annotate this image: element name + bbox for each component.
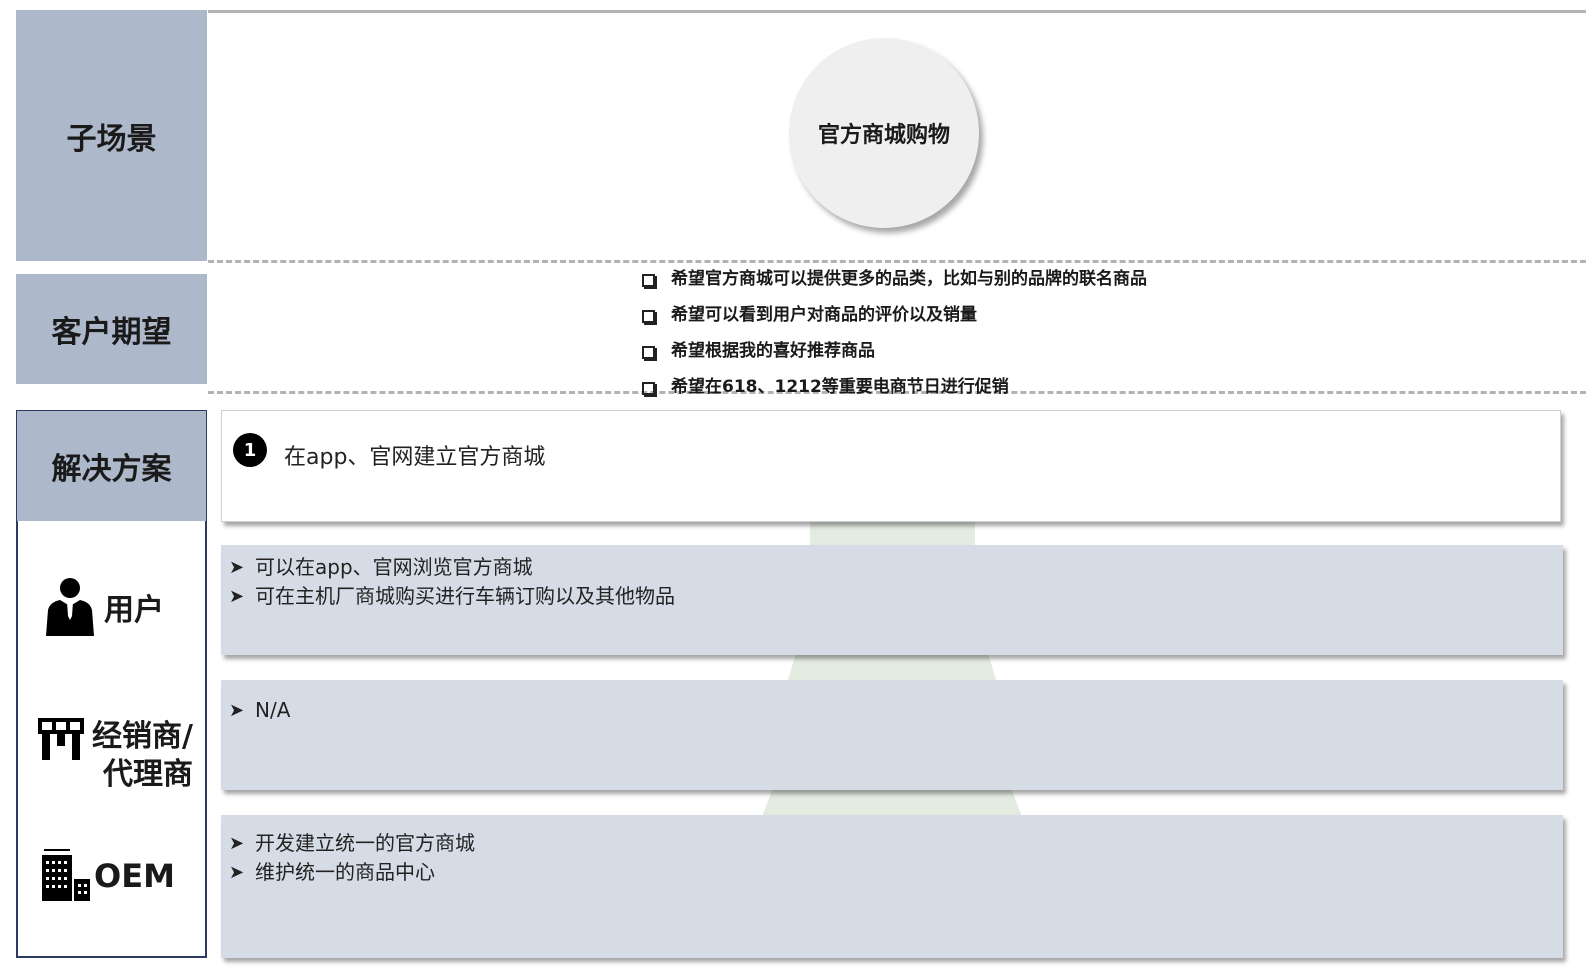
list-item: ➤开发建立统一的官方商城: [229, 829, 475, 858]
funnel-segment-3: [762, 789, 1022, 817]
checkbox-bullet-icon: [642, 310, 655, 323]
role-oem-label: OEM: [94, 857, 175, 895]
dealer-content-box: ➤N/A: [221, 680, 1563, 790]
role-oem: OEM: [40, 848, 175, 904]
sub-scenario-label: 子场景: [66, 121, 157, 157]
user-content-box: ➤可以在app、官网浏览官方商城 ➤可在主机厂商城购买进行车辆订购以及其他物品: [221, 545, 1563, 655]
checkbox-bullet-icon: [642, 382, 655, 395]
list-item: ➤维护统一的商品中心: [229, 858, 475, 887]
arrow-bullet-icon: ➤: [229, 833, 245, 854]
expectation-item: 希望在618、1212等重要电商节日进行促销: [640, 374, 1147, 410]
user-items: ➤可以在app、官网浏览官方商城 ➤可在主机厂商城购买进行车辆订购以及其他物品: [229, 553, 675, 611]
role-user: 用户: [44, 575, 164, 639]
dealer-items: ➤N/A: [229, 696, 290, 725]
funnel-segment-2: [787, 655, 997, 683]
scenario-circle: 官方商城购物: [789, 38, 979, 228]
role-dealer: 经销商/ 代理商: [38, 718, 193, 794]
building-icon: [42, 849, 90, 901]
list-item: ➤可在主机厂商城购买进行车辆订购以及其他物品: [229, 582, 675, 611]
funnel-segment-1: [810, 520, 975, 548]
expectation-list: 希望官方商城可以提供更多的品类，比如与别的品牌的联名商品 希望可以看到用户对商品…: [640, 266, 1147, 410]
expectation-label: 客户期望: [51, 315, 172, 350]
expectation-item: 希望官方商城可以提供更多的品类，比如与别的品牌的联名商品: [640, 266, 1147, 302]
expectation-item: 希望根据我的喜好推荐商品: [640, 338, 1147, 374]
separator-dashed-1: [208, 260, 1586, 263]
oem-items: ➤开发建立统一的官方商城 ➤维护统一的商品中心: [229, 829, 475, 887]
user-icon: [46, 578, 94, 636]
list-item: ➤N/A: [229, 696, 290, 725]
scenario-circle-text: 官方商城购物: [817, 123, 950, 148]
list-item: ➤可以在app、官网浏览官方商城: [229, 553, 675, 582]
arrow-bullet-icon: ➤: [229, 557, 245, 578]
store-icon: [38, 718, 84, 760]
expectation-header: 客户期望: [16, 274, 207, 384]
solution-label: 解决方案: [51, 452, 172, 487]
sub-scenario-header: 子场景: [16, 10, 207, 261]
arrow-bullet-icon: ➤: [229, 700, 245, 721]
expectation-item: 希望可以看到用户对商品的评价以及销量: [640, 302, 1147, 338]
arrow-bullet-icon: ➤: [229, 586, 245, 607]
role-dealer-label-line2: 代理商: [102, 757, 193, 792]
solution-number-badge: 1: [233, 433, 267, 467]
checkbox-bullet-icon: [642, 346, 655, 359]
checkbox-bullet-icon: [642, 274, 655, 287]
role-dealer-label-line1: 经销商/: [92, 719, 193, 754]
role-user-label: 用户: [104, 593, 164, 628]
arrow-bullet-icon: ➤: [229, 862, 245, 883]
top-border-line: [208, 10, 1586, 13]
solution-header: 解决方案: [17, 411, 206, 521]
solution-box: 1 在app、官网建立官方商城: [221, 410, 1561, 522]
oem-content-box: ➤开发建立统一的官方商城 ➤维护统一的商品中心: [221, 815, 1563, 958]
separator-dashed-2: [208, 391, 1586, 394]
solution-text: 在app、官网建立官方商城: [284, 445, 546, 470]
